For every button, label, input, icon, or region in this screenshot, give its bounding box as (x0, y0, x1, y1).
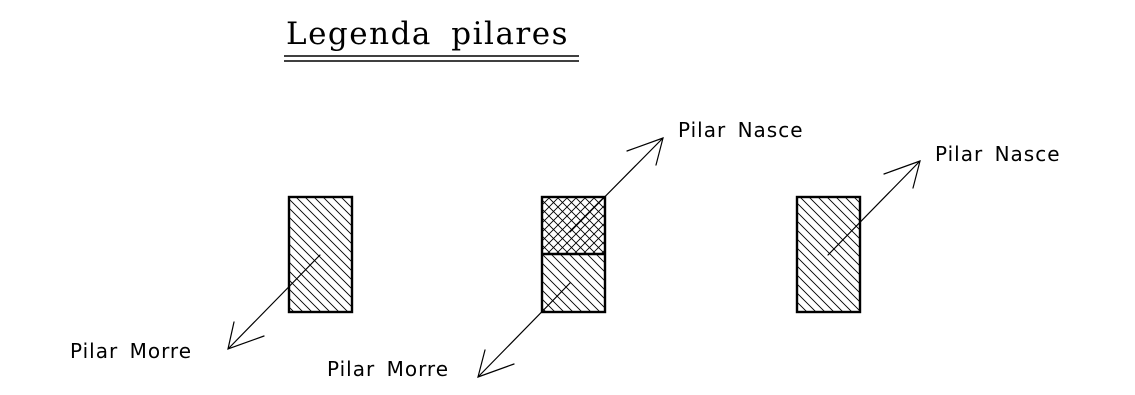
pillar-outline (287, 195, 354, 314)
legend-title: Legenda pilares (284, 16, 579, 62)
legend-title-text: Legenda pilares (286, 16, 569, 52)
pillar-symbol-dies (289, 197, 352, 312)
leader-arrow (827, 160, 921, 256)
pillar-outline (795, 195, 862, 314)
label-pilar-morre: Pilar Morre (70, 339, 192, 363)
leader-arrow (227, 254, 321, 350)
legend-item-pilar-passa: Pilar Nasce Pilar Morre (327, 118, 804, 381)
label-pilar-morre: Pilar Morre (327, 357, 449, 381)
label-pilar-nasce: Pilar Nasce (935, 142, 1061, 166)
label-pilar-nasce: Pilar Nasce (678, 118, 804, 142)
pillar-symbol-lower-hatch (542, 254, 605, 312)
legend-item-pilar-morre: Pilar Morre (70, 195, 354, 363)
leader-arrow-down (477, 282, 571, 378)
legend-item-pilar-nasce: Pilar Nasce (795, 142, 1061, 314)
leader-arrow-up (569, 137, 664, 233)
